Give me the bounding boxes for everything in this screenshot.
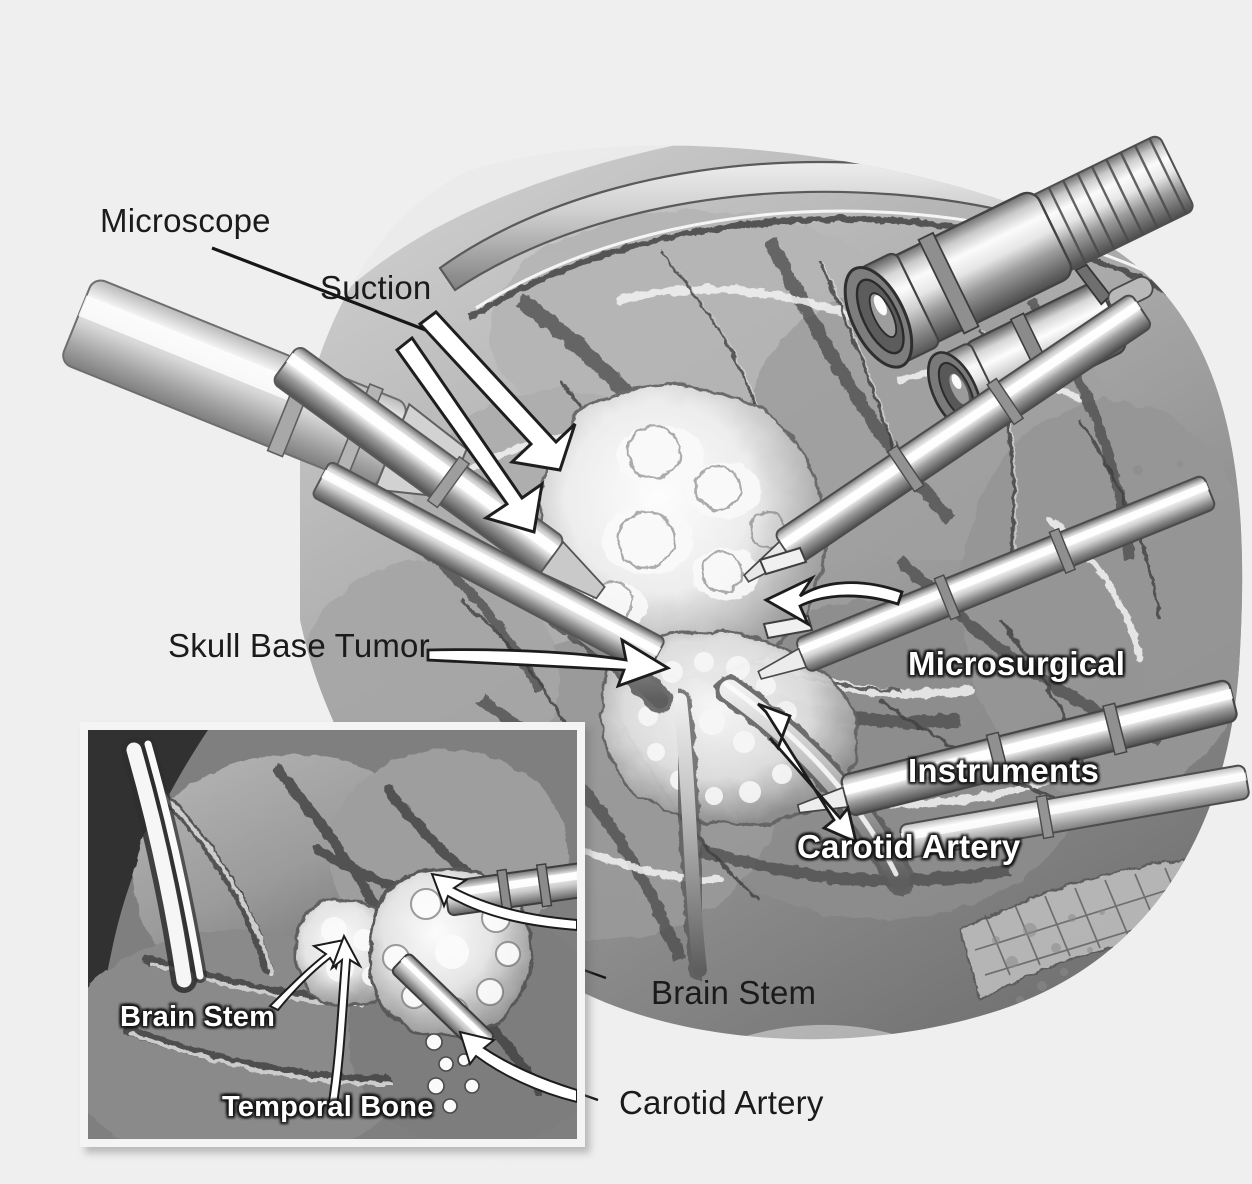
microsurgical-instrument-lower2: [899, 764, 1250, 859]
skull-base-tumor-arrow: [426, 637, 672, 689]
microscope-objective-assembly: [843, 135, 1194, 432]
inset-image: [88, 730, 577, 1139]
carotid-artery-double-arrow: [757, 702, 859, 845]
annotation-layer: [211, 246, 904, 845]
suction-arrow: [417, 309, 577, 472]
microsurgical-instrument-middle: [757, 475, 1216, 680]
vessel-branch-descending: [669, 689, 711, 981]
inset-brain-stem-callout-arrow: [430, 872, 577, 932]
instrument-tips: [758, 546, 814, 640]
inset-temporal-bone-arrow: [326, 933, 363, 1112]
knurled-section: [1025, 135, 1194, 274]
ink-splatter: [992, 461, 1183, 1004]
skull-base-tumor-mass: [537, 384, 827, 680]
inset-illustration: [88, 730, 577, 1139]
inset-vessel-left: [121, 737, 207, 993]
coronal-cutaway-inset: [80, 722, 585, 1147]
microscope-leader: [211, 246, 437, 336]
inset-vessel-beads: [425, 1033, 480, 1114]
inset-carotid-callout-arrow: [458, 1030, 577, 1104]
carotid-artery-vessel: [715, 675, 915, 895]
tumor-nodules-inferior: [600, 630, 859, 826]
microsurgical-instruments-arrow: [762, 574, 904, 628]
microscope-arrow: [394, 335, 545, 534]
microsurgical-instrument-lower: [796, 679, 1238, 817]
retractor-blade: [312, 461, 665, 674]
